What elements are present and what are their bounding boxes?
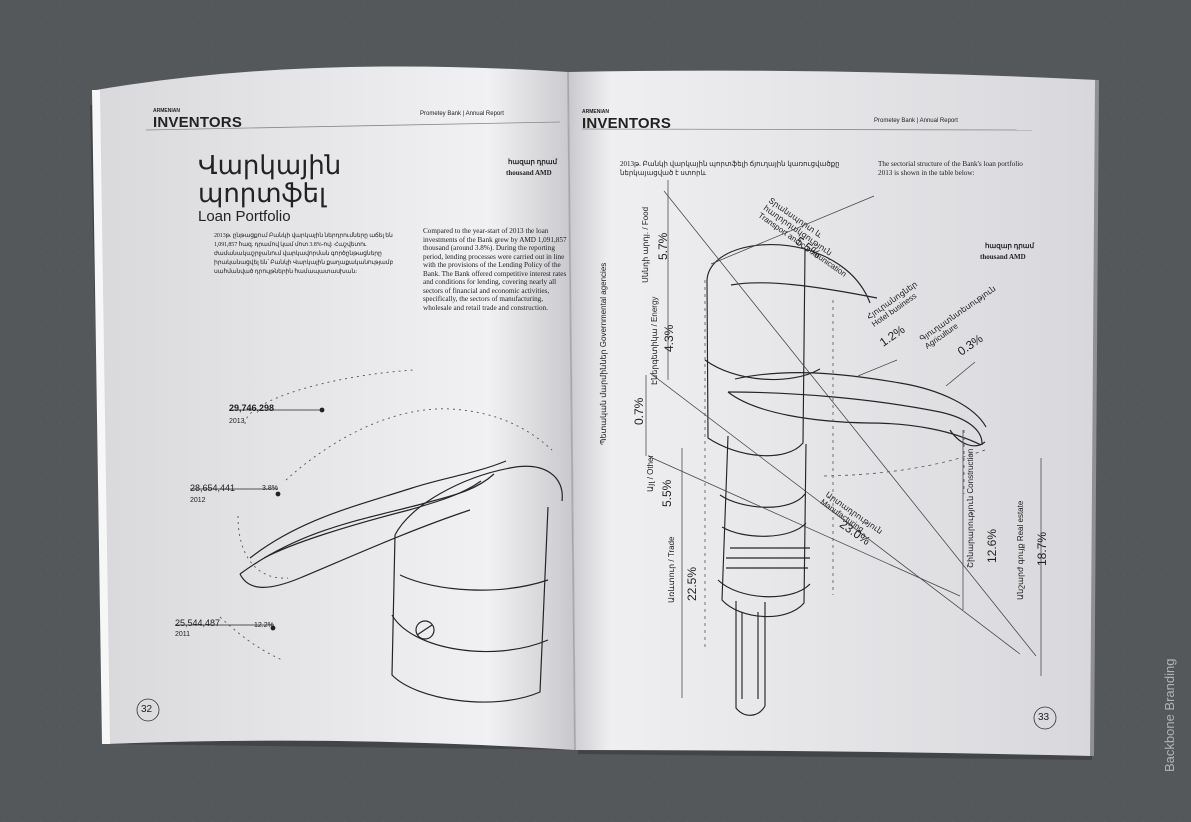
left-page-number: 32 [141, 704, 153, 715]
left-unit-english: thousand AMD [506, 169, 552, 177]
growth-2011: 12.2% [254, 622, 274, 629]
trade-value: 22.5% [685, 566, 699, 601]
left-page-subtitle: Loan Portfolio [198, 208, 291, 225]
left-english-paragraph: Compared to the year-start of 2013 the l… [423, 227, 567, 312]
construction-value: 12.6% [985, 528, 999, 563]
left-unit-armenian: հազար դրամ [508, 158, 558, 166]
left-faucet-handle-drawing [239, 460, 563, 703]
government-label: Պետական մարմիններ Governmental agencies [599, 263, 608, 445]
right-unit-armenian: հազար դրամ [985, 242, 1035, 250]
left-brand-small: ARMENIAN [153, 108, 180, 114]
right-header: Prometey Bank | Annual Report [874, 118, 958, 124]
right-brand-small: ARMENIAN [582, 109, 609, 115]
right-unit-english: thousand AMD [980, 253, 1026, 261]
value-2012: 28,654,441 [190, 483, 236, 493]
left-header: Prometey Bank | Annual Report [420, 111, 504, 117]
value-2011: 25,544,487 [175, 618, 221, 628]
construction-label: Շինարարություն Construction [966, 448, 975, 568]
left-page-title-armenian-line-2: պորտֆել [198, 178, 327, 208]
government-value: 0.7% [632, 397, 646, 425]
left-page-title-armenian-line-1: Վարկային [198, 150, 342, 180]
food-value: 5.7% [656, 232, 670, 260]
food-label: Սննդի արդյ. / Food [641, 206, 650, 283]
right-page [568, 70, 1097, 757]
right-faucet-drawing [704, 243, 987, 716]
growth-2012: 3.8% [262, 485, 278, 492]
value-2013: 29,746,298 [229, 403, 275, 413]
left-dotted-growth-lines [219, 369, 553, 661]
year-2013: 2013 [229, 418, 245, 425]
photo-credit: Backbone Branding [1162, 658, 1177, 772]
right-armenian-intro: 2013թ. Բանկի վարկային պորտֆելի ճյուղային… [620, 160, 840, 177]
trade-label: Առևտուր / Trade [667, 536, 676, 603]
left-page [96, 66, 575, 750]
right-page-number: 33 [1038, 712, 1050, 723]
left-brand-logo: INVENTORS [153, 114, 243, 131]
energy-label: Էներգետիկա / Energy [650, 296, 659, 385]
year-2012: 2012 [190, 497, 206, 504]
right-english-intro: The sectorial structure of the Bank's lo… [878, 160, 1023, 177]
energy-value: 4.3% [662, 324, 676, 352]
real-estate-value: 18.7% [1035, 531, 1049, 566]
right-brand-logo: INVENTORS [582, 115, 672, 132]
right-dimension-lines [645, 180, 1042, 698]
other-value: 5.5% [660, 479, 674, 507]
left-armenian-paragraph: 2013թ. ընթացքում Բանկի վարկային ներդրում… [214, 233, 394, 275]
other-label: Այլ / Other [646, 454, 655, 492]
real-estate-label: Անշարժ գույք Real estate [1016, 500, 1025, 600]
year-2011: 2011 [175, 631, 191, 638]
